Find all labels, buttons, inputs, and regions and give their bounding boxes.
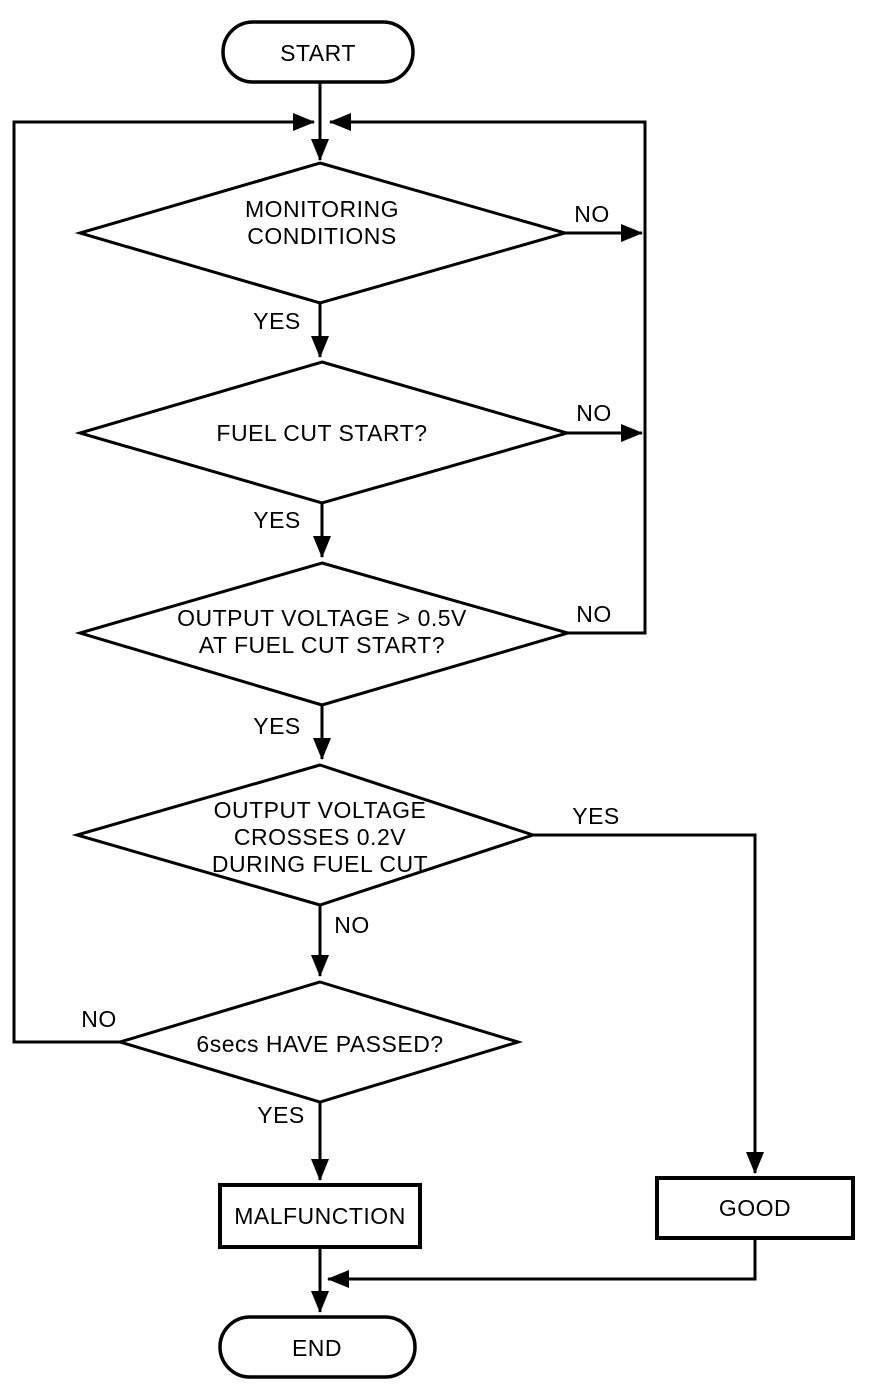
start-terminator-shape bbox=[221, 20, 415, 84]
end-terminator-shape bbox=[218, 1315, 417, 1379]
voltage-05-label-line2: AT FUEL CUT START? bbox=[199, 632, 445, 658]
edge-sixsecs-no-left-loop bbox=[12, 113, 315, 1044]
voltage-05-no-label: NO bbox=[576, 601, 612, 627]
voltage-05-diamond-shape bbox=[74, 561, 574, 707]
voltage-05-label-line1: OUTPUT VOLTAGE > 0.5V bbox=[177, 605, 467, 631]
decision-monitoring-conditions: MONITORING CONDITIONS NO YES bbox=[74, 161, 610, 334]
end-node: END bbox=[218, 1315, 417, 1379]
voltage-02-label-line1: OUTPUT VOLTAGE bbox=[214, 797, 427, 823]
six-secs-label: 6secs HAVE PASSED? bbox=[196, 1031, 443, 1057]
edge-voltage05-no-right-collector bbox=[329, 113, 647, 635]
malfunction-process-shape bbox=[218, 1183, 422, 1249]
voltage-02-diamond-shape bbox=[71, 763, 538, 907]
six-secs-yes-label: YES bbox=[257, 1102, 305, 1128]
fuel-cut-no-label: NO bbox=[576, 400, 612, 426]
voltage-05-yes-label: YES bbox=[253, 713, 301, 739]
decision-output-voltage-02: OUTPUT VOLTAGE CROSSES 0.2V DURING FUEL … bbox=[71, 763, 620, 938]
fuel-cut-diamond-shape bbox=[74, 360, 573, 505]
monitoring-label-line1: MONITORING bbox=[245, 196, 399, 222]
malfunction-node: MALFUNCTION bbox=[218, 1183, 422, 1249]
good-node: GOOD bbox=[655, 1176, 855, 1240]
good-label: GOOD bbox=[719, 1195, 791, 1221]
decision-fuel-cut-start: FUEL CUT START? NO YES bbox=[74, 360, 612, 533]
edge-voltage02-yes-to-good bbox=[533, 833, 764, 1174]
fuel-cut-label: FUEL CUT START? bbox=[216, 420, 427, 446]
end-label: END bbox=[292, 1335, 342, 1361]
monitoring-yes-label: YES bbox=[253, 308, 301, 334]
malfunction-label: MALFUNCTION bbox=[234, 1203, 406, 1229]
decision-six-secs-passed: 6secs HAVE PASSED? NO YES bbox=[81, 980, 524, 1128]
fuel-cut-yes-label: YES bbox=[253, 507, 301, 533]
voltage-02-label-line3: DURING FUEL CUT bbox=[212, 851, 428, 877]
start-label: START bbox=[280, 40, 356, 66]
six-secs-no-label: NO bbox=[81, 1006, 117, 1032]
start-node: START bbox=[221, 20, 415, 84]
monitoring-label-line2: CONDITIONS bbox=[247, 223, 396, 249]
voltage-02-yes-label: YES bbox=[572, 803, 620, 829]
decision-output-voltage-05: OUTPUT VOLTAGE > 0.5V AT FUEL CUT START?… bbox=[74, 561, 612, 739]
voltage-02-label-line2: CROSSES 0.2V bbox=[234, 824, 406, 850]
monitoring-diamond-shape bbox=[74, 161, 571, 305]
voltage-02-no-label: NO bbox=[334, 912, 370, 938]
monitoring-no-label: NO bbox=[574, 201, 610, 227]
edge-good-to-end-merge bbox=[327, 1238, 757, 1288]
good-process-shape bbox=[655, 1176, 855, 1240]
six-secs-diamond-shape bbox=[114, 980, 524, 1104]
